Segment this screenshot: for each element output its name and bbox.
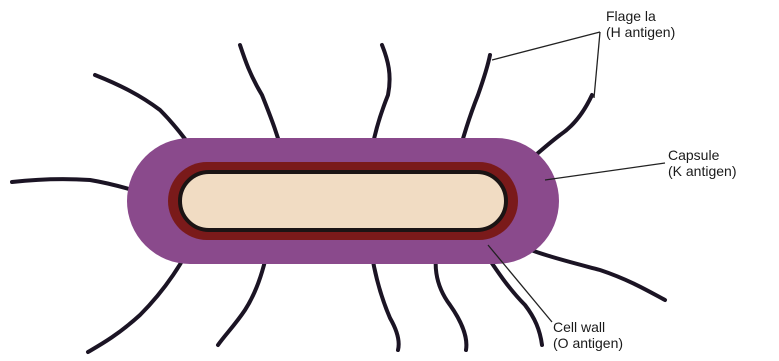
capsule-label-line2: (K antigen) (668, 163, 736, 179)
capsule-label-line1: Capsule (668, 147, 736, 163)
flagella-label: Flage la (H antigen) (606, 8, 675, 40)
cytoplasm (180, 172, 506, 230)
cell-wall-label-line1: Cell wall (553, 319, 623, 335)
capsule-label: Capsule (K antigen) (668, 147, 736, 179)
cell-wall-label: Cell wall (O antigen) (553, 319, 623, 351)
capsule-leader-line (545, 163, 665, 180)
cell-wall-label-line2: (O antigen) (553, 335, 623, 351)
flagella-leader-line (492, 32, 600, 60)
flagella-label-line2: (H antigen) (606, 24, 675, 40)
flagella-leader-line (594, 32, 600, 98)
flagella-label-line1: Flage la (606, 8, 675, 24)
